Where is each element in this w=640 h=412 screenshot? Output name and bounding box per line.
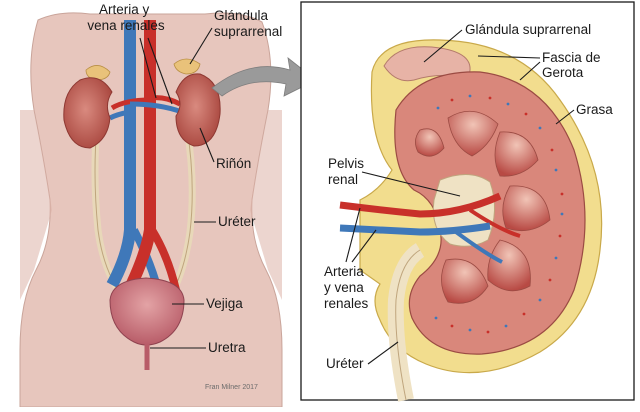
cortex-vessel-dots	[434, 94, 564, 332]
torso-illustration	[19, 12, 283, 408]
leader-gerota-fascia-2	[519, 61, 541, 81]
right-iliac-artery	[148, 227, 180, 291]
leader-gerota-fascia-1	[477, 55, 541, 59]
label-kidney: Riñón	[216, 156, 251, 171]
credit-text: Fran Milner 2017	[205, 384, 258, 391]
leader-fat	[555, 109, 575, 125]
renal-pyramid	[415, 128, 445, 157]
label-fat: Grasa	[576, 102, 613, 117]
renal-artery-right	[149, 95, 182, 107]
label-urethra: Uretra	[208, 340, 246, 355]
renal-vein-zoom	[339, 222, 491, 236]
label-renal-pelvis-line1: Pelvis	[328, 156, 364, 171]
leader-adrenal-gland-right	[423, 29, 463, 63]
renal-vein-zoom-branch	[454, 230, 503, 264]
label-gerota-fascia: Fascia de Gerota	[542, 50, 604, 80]
torso-shading	[20, 110, 52, 300]
leader-kidney	[199, 127, 215, 163]
label-adrenal-gland-left: Glándula suprarrenal	[214, 8, 282, 39]
left-kidney	[63, 77, 113, 149]
renal-pyramid	[441, 258, 489, 304]
renal-pyramid	[447, 110, 499, 157]
right-kidney	[175, 73, 221, 147]
renal-pyramid	[502, 185, 551, 232]
label-ureter-left: Uréter	[218, 214, 256, 229]
label-renal-vessels-left: Arteria y vena renales	[87, 2, 165, 33]
label-renal-vessels-left-line2: vena renales	[87, 18, 165, 33]
leader-renal-vessels-artery-right	[345, 207, 361, 263]
label-adrenal-gland-left-line1: Glándula	[214, 8, 269, 23]
renal-vein-left	[108, 109, 131, 121]
leader-renal-vessels-vein-right	[351, 229, 377, 263]
leader-ureter-right	[367, 341, 399, 365]
leader-renal-vessels-vein	[147, 37, 173, 105]
renal-artery-zoom	[339, 192, 502, 218]
label-renal-vessels-right-line3: renales	[324, 296, 369, 311]
bladder	[109, 277, 185, 346]
kidney-cross-section	[339, 39, 603, 402]
label-adrenal-gland-right: Glándula suprarrenal	[465, 22, 591, 37]
renal-artery-left	[110, 97, 151, 111]
label-renal-vessels-right-line1: Arteria	[324, 264, 364, 279]
renal-pyramid	[494, 131, 539, 177]
left-adrenal-gland	[85, 65, 111, 81]
label-renal-vessels-right-line2: y vena	[324, 280, 364, 295]
label-gerota-fascia-line2: Gerota	[542, 65, 584, 80]
label-renal-pelvis: Pelvis renal	[328, 156, 368, 187]
label-adrenal-gland-left-line2: suprarrenal	[214, 24, 282, 39]
leader-renal-vessels-artery	[139, 37, 157, 99]
label-renal-pelvis-line2: renal	[328, 172, 358, 187]
renal-artery-zoom-branch	[468, 208, 521, 238]
torso-shading-right	[250, 110, 282, 300]
label-ureter-right: Uréter	[326, 356, 364, 371]
label-bladder: Vejiga	[206, 296, 243, 311]
label-renal-vessels-left-line1: Arteria y	[99, 2, 150, 17]
ureter-zoom-outline	[395, 249, 421, 401]
leader-renal-pelvis	[361, 171, 461, 197]
label-gerota-fascia-line1: Fascia de	[542, 50, 601, 65]
leader-adrenal-gland-left	[189, 27, 213, 65]
right-adrenal-gland	[173, 58, 201, 75]
label-renal-vessels-right: Arteria y vena renales	[324, 264, 369, 311]
vena-cava	[106, 20, 136, 288]
renal-pyramid	[487, 239, 531, 292]
cortex-vessel-dots-red	[450, 96, 564, 334]
